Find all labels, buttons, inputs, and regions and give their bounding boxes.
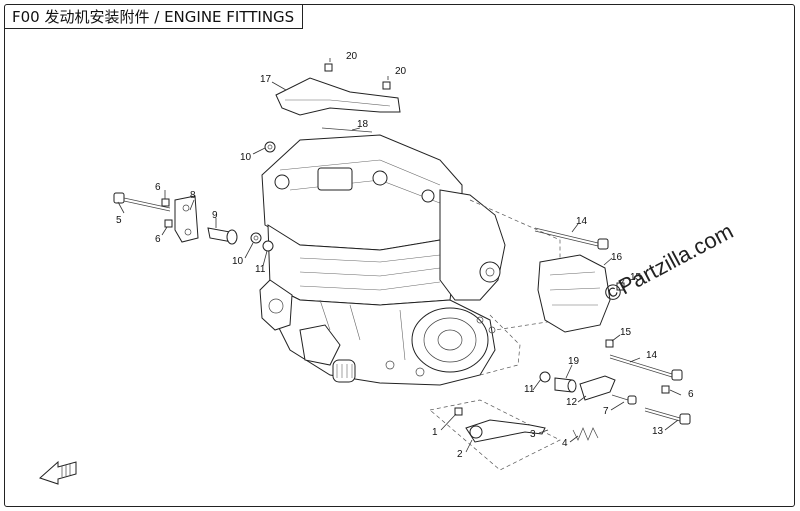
front-direction-arrow-icon: [39, 460, 77, 485]
bolt-part-14-a: [534, 227, 609, 250]
bolt-part-15-a: [616, 282, 625, 291]
callout-16: 16: [611, 252, 623, 263]
washer-part-10-b: [250, 232, 262, 244]
sprocket-cover-part-16: [537, 254, 611, 333]
shift-lever-part-2: [465, 419, 546, 443]
bolt-part-14-b: [609, 354, 683, 381]
bolt-part-7: [611, 394, 637, 405]
callout-1: 1: [432, 427, 438, 438]
callout-5: 5: [116, 215, 122, 226]
bolt-part-15-b: [605, 339, 614, 348]
bolt-part-6-a: [161, 198, 170, 207]
callout-10-b: 10: [232, 256, 244, 267]
callout-8: 8: [190, 190, 196, 201]
callout-9: 9: [212, 210, 218, 221]
callout-20-a: 20: [346, 51, 358, 62]
washer-part-10-a: [264, 141, 276, 153]
callout-12: 12: [566, 397, 578, 408]
diagram-frame: [4, 4, 795, 507]
callout-2: 2: [457, 449, 463, 460]
callout-18: 18: [357, 119, 369, 130]
callout-19: 19: [568, 356, 580, 367]
bracket-part-18: [321, 127, 373, 133]
callout-17: 17: [260, 74, 272, 85]
callout-10-a: 10: [240, 152, 252, 163]
bolt-part-20-a: [324, 63, 333, 72]
callout-6-c: 6: [688, 389, 694, 400]
bolt-part-13: [644, 407, 691, 425]
spring-part-4: [572, 427, 599, 441]
bolt-part-1: [454, 407, 463, 416]
callout-15-b: 15: [620, 327, 632, 338]
engine-assembly: [259, 134, 506, 386]
callout-7: 7: [603, 406, 609, 417]
callout-14-a: 14: [576, 216, 588, 227]
callout-20-b: 20: [395, 66, 407, 77]
shift-linkage-outline: [429, 399, 561, 471]
nut-part-11-b: [539, 371, 551, 383]
bracket-part-8: [174, 195, 199, 243]
leader-lines: [117, 58, 682, 453]
callout-6-b: 6: [155, 234, 161, 245]
callout-13: 13: [652, 426, 664, 437]
callout-11-a: 11: [255, 264, 266, 275]
callout-4: 4: [562, 438, 568, 449]
nut-part-11-a: [262, 240, 274, 252]
bolt-part-6-b: [164, 219, 173, 228]
callout-14-b: 14: [646, 350, 658, 361]
bolt-part-20-b: [382, 81, 391, 90]
heat-shield-part-17: [275, 77, 401, 116]
callout-3: 3: [530, 429, 536, 440]
callout-numbers: 20 20 17 18 10 10 11 6 5 6 8 9 14 16 15 …: [116, 51, 694, 460]
callout-15-a: 15: [630, 272, 642, 283]
callout-11-b: 11: [524, 384, 535, 395]
callout-6-a: 6: [155, 182, 161, 193]
page-title: F00 发动机安装附件 / ENGINE FITTINGS: [4, 4, 304, 29]
bolt-part-6-c: [661, 385, 670, 394]
